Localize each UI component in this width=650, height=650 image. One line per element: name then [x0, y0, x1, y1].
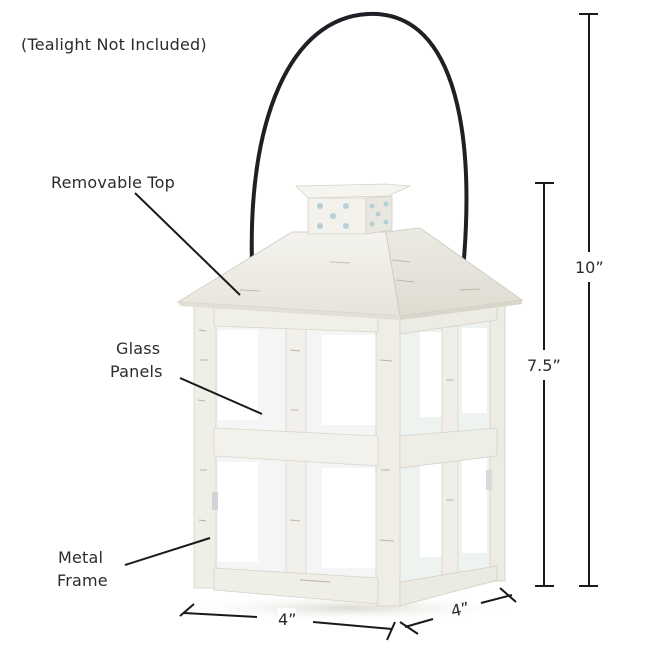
callout-metal-label-line1: Metal	[58, 548, 104, 567]
callout-removable-top: Removable Top	[51, 173, 176, 192]
handle	[249, 11, 469, 302]
callout-metal-label-line2: Frame	[57, 571, 108, 590]
removable-top-leader	[134, 192, 241, 296]
dimension-total-height: 10”	[575, 256, 604, 279]
lantern-body	[193, 304, 506, 607]
removable-top	[176, 183, 524, 320]
callout-glass-label-line2: Panels	[110, 362, 163, 381]
callout-leaders	[124, 192, 263, 566]
tealight-note: (Tealight Not Included)	[21, 35, 207, 54]
dimension-lines	[179, 13, 598, 641]
glass-panels-leader	[179, 377, 263, 415]
metal-frame-leader	[124, 537, 211, 566]
callout-glass-label-line1: Glass	[116, 339, 161, 358]
dimension-body-height: 7.5”	[527, 354, 561, 377]
dimension-front-width: 4”	[278, 608, 297, 631]
